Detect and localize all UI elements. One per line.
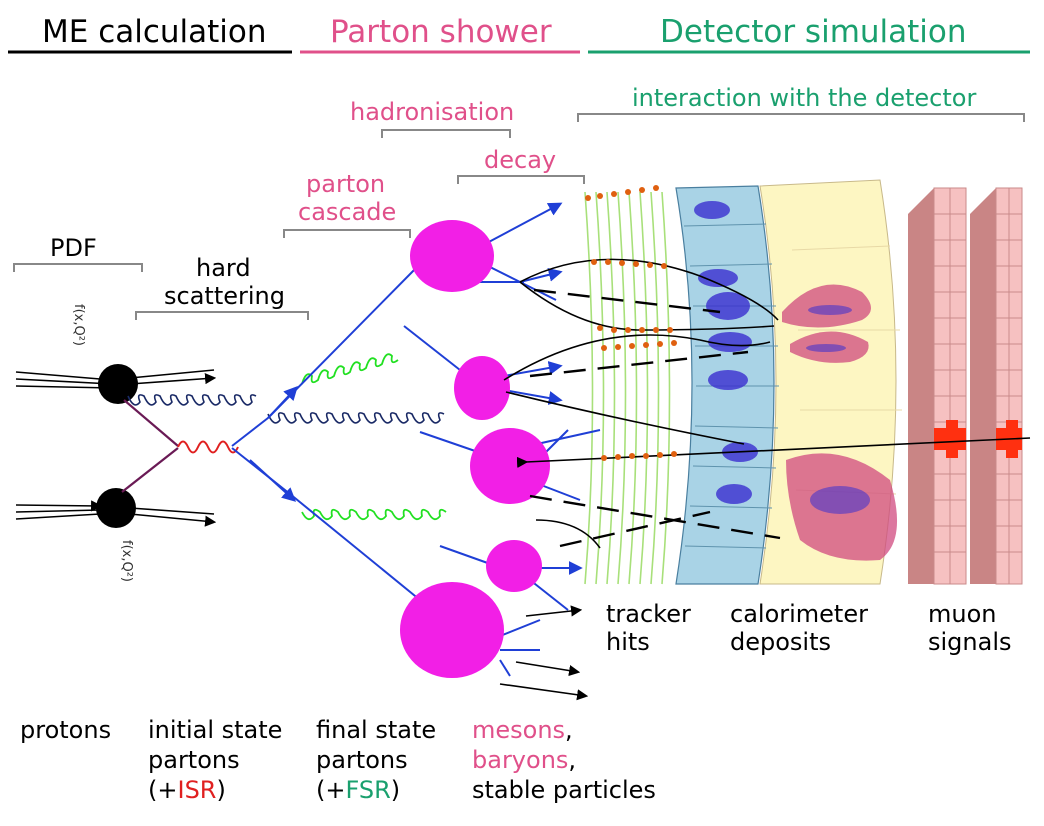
tracker [584,191,671,585]
initial-state-partons [121,399,179,493]
label-mesons: mesons, [472,716,573,744]
isr-close: ) [216,776,226,804]
label-tracker-2: hits [606,628,650,656]
parton-cascade-bracket [283,229,411,238]
label-parton-cascade-2: cascade [298,198,397,226]
label-hadronisation: hadronisation [350,98,515,126]
label-final-state-2: partons [316,746,408,774]
label-final-state-3: (+FSR) [316,776,400,804]
calorimeter-showers [694,201,898,561]
neutral-tracks [529,288,781,548]
mesons-text: mesons [472,716,566,744]
muon-chamber-2 [970,187,1023,585]
label-calorimeter-1: calorimeter [730,600,868,628]
label-pdf: PDF [50,234,97,262]
label-stable-particles: stable particles [472,776,656,804]
label-initial-state-3: (+ISR) [148,776,226,804]
fsr-close: ) [390,776,401,804]
label-final-state-1: final state [316,716,437,744]
label-hard-scattering-2: scattering [164,282,285,310]
muon-chamber-1 [908,187,967,585]
fsr-open: (+ [316,776,346,804]
pdf-function-bottom: f(x,Q²) [119,540,134,582]
isr-text: ISR [177,776,217,804]
header-me-calculation: ME calculation [42,14,267,50]
pdf-blob-top [98,364,138,404]
label-protons: protons [20,716,112,744]
hard-scattering-bracket [135,311,309,320]
fsr-text: FSR [345,776,391,804]
mesons-comma: , [565,716,573,744]
label-decay: decay [484,146,557,174]
tracker-hit-markers [585,185,677,461]
pdf-bracket [13,263,143,272]
header-detector-simulation: Detector simulation [660,14,967,50]
label-initial-state-1: initial state [148,716,283,744]
label-hard-scattering-1: hard [196,254,251,282]
pdf-function-top: f(x,Q²) [71,304,86,346]
hard-gluon [267,412,445,424]
label-tracker-1: tracker [606,600,691,628]
hard-scattering-boson [177,440,239,454]
header-parton-shower: Parton shower [330,14,552,50]
label-calorimeter-2: deposits [730,628,832,656]
label-muon-2: signals [928,628,1012,656]
label-parton-cascade-1: parton [306,170,386,198]
hadronisation-bracket [381,129,511,138]
hadron-blobs [400,220,550,678]
label-initial-state-2: partons [148,746,240,774]
baryons-comma: , [568,746,577,774]
fsr-gluons [301,353,447,521]
interaction-bracket [577,113,1025,122]
decay-bracket [457,175,585,184]
incoming-protons [15,369,217,527]
stage-brackets [13,113,1025,320]
baryons-text: baryons [472,746,569,774]
label-muon-1: muon [928,600,997,628]
isr-open: (+ [148,776,178,804]
label-interaction: interaction with the detector [632,84,977,112]
label-baryons: baryons, [472,746,576,774]
pdf-blob-bottom [96,488,136,528]
isr-gluon [127,394,257,406]
